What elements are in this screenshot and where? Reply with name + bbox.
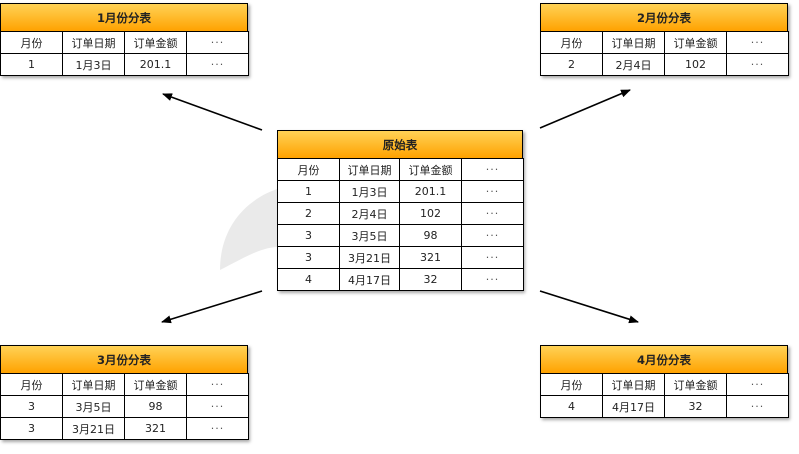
table-cell: 98: [124, 395, 187, 418]
arrow-to-apr: [539, 290, 639, 324]
table-cell: ···: [461, 224, 524, 247]
table-cell: ···: [461, 202, 524, 225]
table-header-row: 月份 订单日期 订单金额 ···: [540, 373, 789, 396]
header-cell: 订单日期: [339, 158, 400, 181]
header-cell: 订单日期: [602, 373, 665, 396]
table-cell: 3月5日: [62, 395, 125, 418]
partition-table-title: 1月份分表: [0, 3, 248, 31]
table-cell: 4月17日: [339, 268, 400, 291]
source-table-title: 原始表: [277, 130, 523, 158]
table-cell: 102: [664, 53, 727, 76]
table-cell: ···: [186, 53, 249, 76]
table-cell: 1: [277, 180, 340, 203]
table-header-row: 月份 订单日期 订单金额 ···: [540, 31, 789, 54]
table-cell: 32: [399, 268, 462, 291]
table-row: 3 3月5日 98 ···: [277, 224, 524, 247]
partition-table-jan: 1月份分表 月份 订单日期 订单金额 ··· 1 1月3日 201.1 ···: [0, 3, 249, 76]
table-cell: ···: [726, 395, 789, 418]
header-cell: 月份: [540, 373, 603, 396]
header-cell: 订单金额: [664, 373, 727, 396]
table-cell: 3月21日: [62, 417, 125, 440]
header-cell: 订单金额: [124, 31, 187, 54]
table-cell: 1月3日: [339, 180, 400, 203]
table-cell: 2月4日: [339, 202, 400, 225]
table-cell: 102: [399, 202, 462, 225]
table-row: 3 3月21日 321 ···: [0, 417, 249, 440]
table-cell: 98: [399, 224, 462, 247]
table-cell: 3: [277, 246, 340, 269]
header-cell: 订单日期: [602, 31, 665, 54]
partition-table-mar: 3月份分表 月份 订单日期 订单金额 ··· 3 3月5日 98 ··· 3 3…: [0, 345, 249, 440]
table-cell: 1: [0, 53, 63, 76]
table-row: 2 2月4日 102 ···: [540, 53, 789, 76]
header-cell: 月份: [0, 373, 63, 396]
table-cell: 201.1: [399, 180, 462, 203]
table-cell: 3月5日: [339, 224, 400, 247]
table-row: 2 2月4日 102 ···: [277, 202, 524, 225]
table-cell: 32: [664, 395, 727, 418]
table-cell: ···: [461, 268, 524, 291]
header-cell: 订单金额: [664, 31, 727, 54]
table-cell: 4: [277, 268, 340, 291]
header-cell: 订单金额: [399, 158, 462, 181]
header-cell: 订单日期: [62, 31, 125, 54]
header-cell: 月份: [0, 31, 63, 54]
source-table: 原始表 月份 订单日期 订单金额 ··· 1 1月3日 201.1 ··· 2 …: [277, 130, 524, 291]
table-cell: 3: [0, 417, 63, 440]
header-cell: 月份: [540, 31, 603, 54]
partition-table-feb: 2月份分表 月份 订单日期 订单金额 ··· 2 2月4日 102 ···: [540, 3, 789, 76]
arrow-to-feb: [539, 89, 631, 129]
header-cell: 订单日期: [62, 373, 125, 396]
partition-table-apr: 4月份分表 月份 订单日期 订单金额 ··· 4 4月17日 32 ···: [540, 345, 789, 418]
table-row: 3 3月5日 98 ···: [0, 395, 249, 418]
table-cell: 3: [0, 395, 63, 418]
table-cell: 1月3日: [62, 53, 125, 76]
header-cell: 订单金额: [124, 373, 187, 396]
header-cell: 月份: [277, 158, 340, 181]
table-cell: 2: [277, 202, 340, 225]
partition-table-title: 2月份分表: [540, 3, 788, 31]
table-cell: ···: [186, 417, 249, 440]
header-cell: ···: [186, 373, 249, 396]
table-row: 4 4月17日 32 ···: [540, 395, 789, 418]
header-cell: ···: [186, 31, 249, 54]
arrow-to-mar: [161, 290, 263, 324]
table-header-row: 月份 订单日期 订单金额 ···: [0, 373, 249, 396]
header-cell: ···: [461, 158, 524, 181]
table-cell: ···: [726, 53, 789, 76]
table-cell: 2月4日: [602, 53, 665, 76]
table-row: 1 1月3日 201.1 ···: [277, 180, 524, 203]
header-cell: ···: [726, 373, 789, 396]
table-cell: 4: [540, 395, 603, 418]
partition-table-title: 3月份分表: [0, 345, 248, 373]
table-cell: ···: [461, 246, 524, 269]
table-cell: 321: [399, 246, 462, 269]
table-cell: ···: [186, 395, 249, 418]
table-cell: ···: [461, 180, 524, 203]
arrow-to-jan: [162, 93, 263, 131]
table-cell: 3月21日: [339, 246, 400, 269]
header-cell: ···: [726, 31, 789, 54]
table-cell: 201.1: [124, 53, 187, 76]
table-cell: 2: [540, 53, 603, 76]
table-header-row: 月份 订单日期 订单金额 ···: [277, 158, 524, 181]
table-cell: 3: [277, 224, 340, 247]
table-cell: 4月17日: [602, 395, 665, 418]
table-cell: 321: [124, 417, 187, 440]
table-header-row: 月份 订单日期 订单金额 ···: [0, 31, 249, 54]
partition-table-title: 4月份分表: [540, 345, 788, 373]
table-row: 4 4月17日 32 ···: [277, 268, 524, 291]
table-row: 3 3月21日 321 ···: [277, 246, 524, 269]
table-row: 1 1月3日 201.1 ···: [0, 53, 249, 76]
